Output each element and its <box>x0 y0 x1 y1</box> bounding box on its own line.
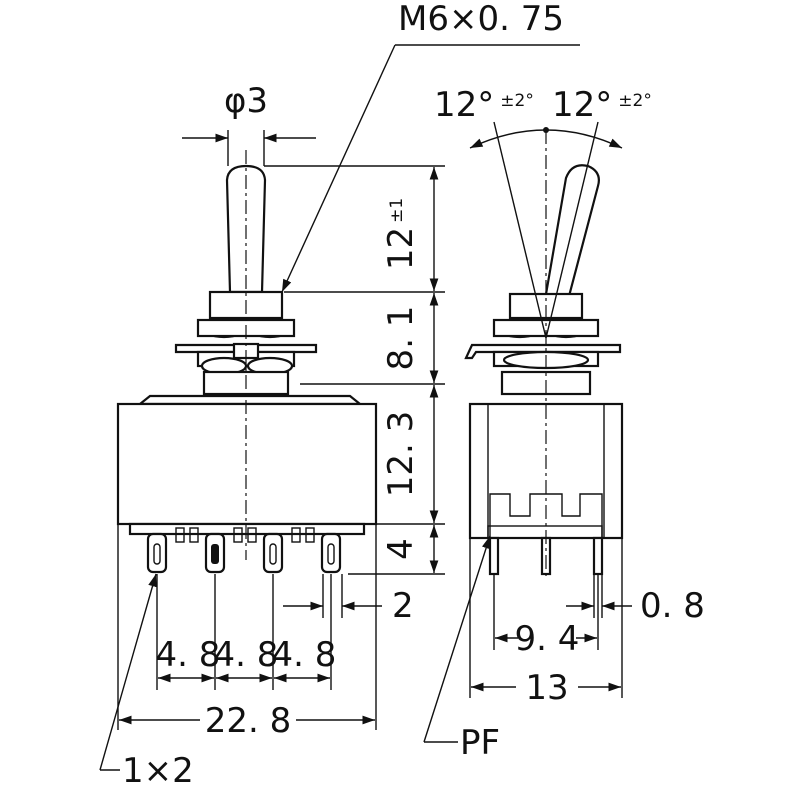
side-pitch-label: 9. 4 <box>515 619 580 659</box>
terminal-4 <box>320 532 342 574</box>
terminal-3 <box>262 532 284 574</box>
terminal-3-slot <box>269 543 277 565</box>
thickness-label: 0. 8 <box>640 586 705 626</box>
tab <box>175 527 185 543</box>
tab <box>305 527 315 543</box>
tab <box>247 527 257 543</box>
pf-leader: PF <box>423 535 500 763</box>
terminal-2-slot <box>211 544 219 564</box>
phi3-dimension: φ3 <box>182 81 316 166</box>
tab <box>189 527 199 543</box>
thread-label: M6×0. 75 <box>398 0 564 39</box>
side-pin-1 <box>488 536 500 576</box>
terminal-4-slot <box>327 543 335 565</box>
pitch-1-label: 4. 8 <box>156 635 221 675</box>
side-pitch-dimension: 9. 4 <box>493 574 599 659</box>
gap-label: 2 <box>392 586 414 626</box>
overall-width-label: 22. 8 <box>205 701 292 741</box>
front-case <box>116 402 378 526</box>
side-view <box>464 130 624 580</box>
bushing-height-label: 8. 1 <box>381 306 421 371</box>
hole-leader: 1×2 <box>99 573 194 791</box>
terminal-1 <box>146 532 168 574</box>
pitch-3-label: 4. 8 <box>272 635 337 675</box>
front-terminals <box>146 527 342 574</box>
terminal-length-label: 4 <box>381 538 421 560</box>
front-shoulder <box>136 394 364 406</box>
thread-leader: M6×0. 75 <box>281 0 580 293</box>
lever-length-label: 12±1 <box>381 198 421 270</box>
angle-dimension: 12°±2° 12°±2° <box>434 85 652 339</box>
gap-dimension: 2 <box>283 574 414 626</box>
side-width-label: 13 <box>525 668 568 708</box>
front-base <box>128 522 366 536</box>
body-height-label: 12. 3 <box>381 411 421 498</box>
pitch-2-label: 4. 8 <box>214 635 279 675</box>
thickness-dimension: 0. 8 <box>566 574 705 626</box>
hole-label: 1×2 <box>122 751 194 791</box>
overall-width-dimension: 22. 8 <box>117 524 377 741</box>
tab <box>291 527 301 543</box>
angle-right-label: 12°±2° <box>552 85 652 125</box>
phi3-label: φ3 <box>224 81 268 121</box>
terminal-1-slot <box>153 543 161 565</box>
tab <box>233 527 243 543</box>
angle-left-label: 12°±2° <box>434 85 534 125</box>
front-view <box>116 150 378 574</box>
side-width-dimension: 13 <box>469 538 623 708</box>
pitch-dimensions: 4. 8 4. 8 4. 8 <box>156 574 337 690</box>
side-pin-3 <box>592 536 604 576</box>
pf-label: PF <box>460 723 500 763</box>
vertical-dimensions: 12±1 8. 1 12. 3 4 <box>264 165 445 575</box>
